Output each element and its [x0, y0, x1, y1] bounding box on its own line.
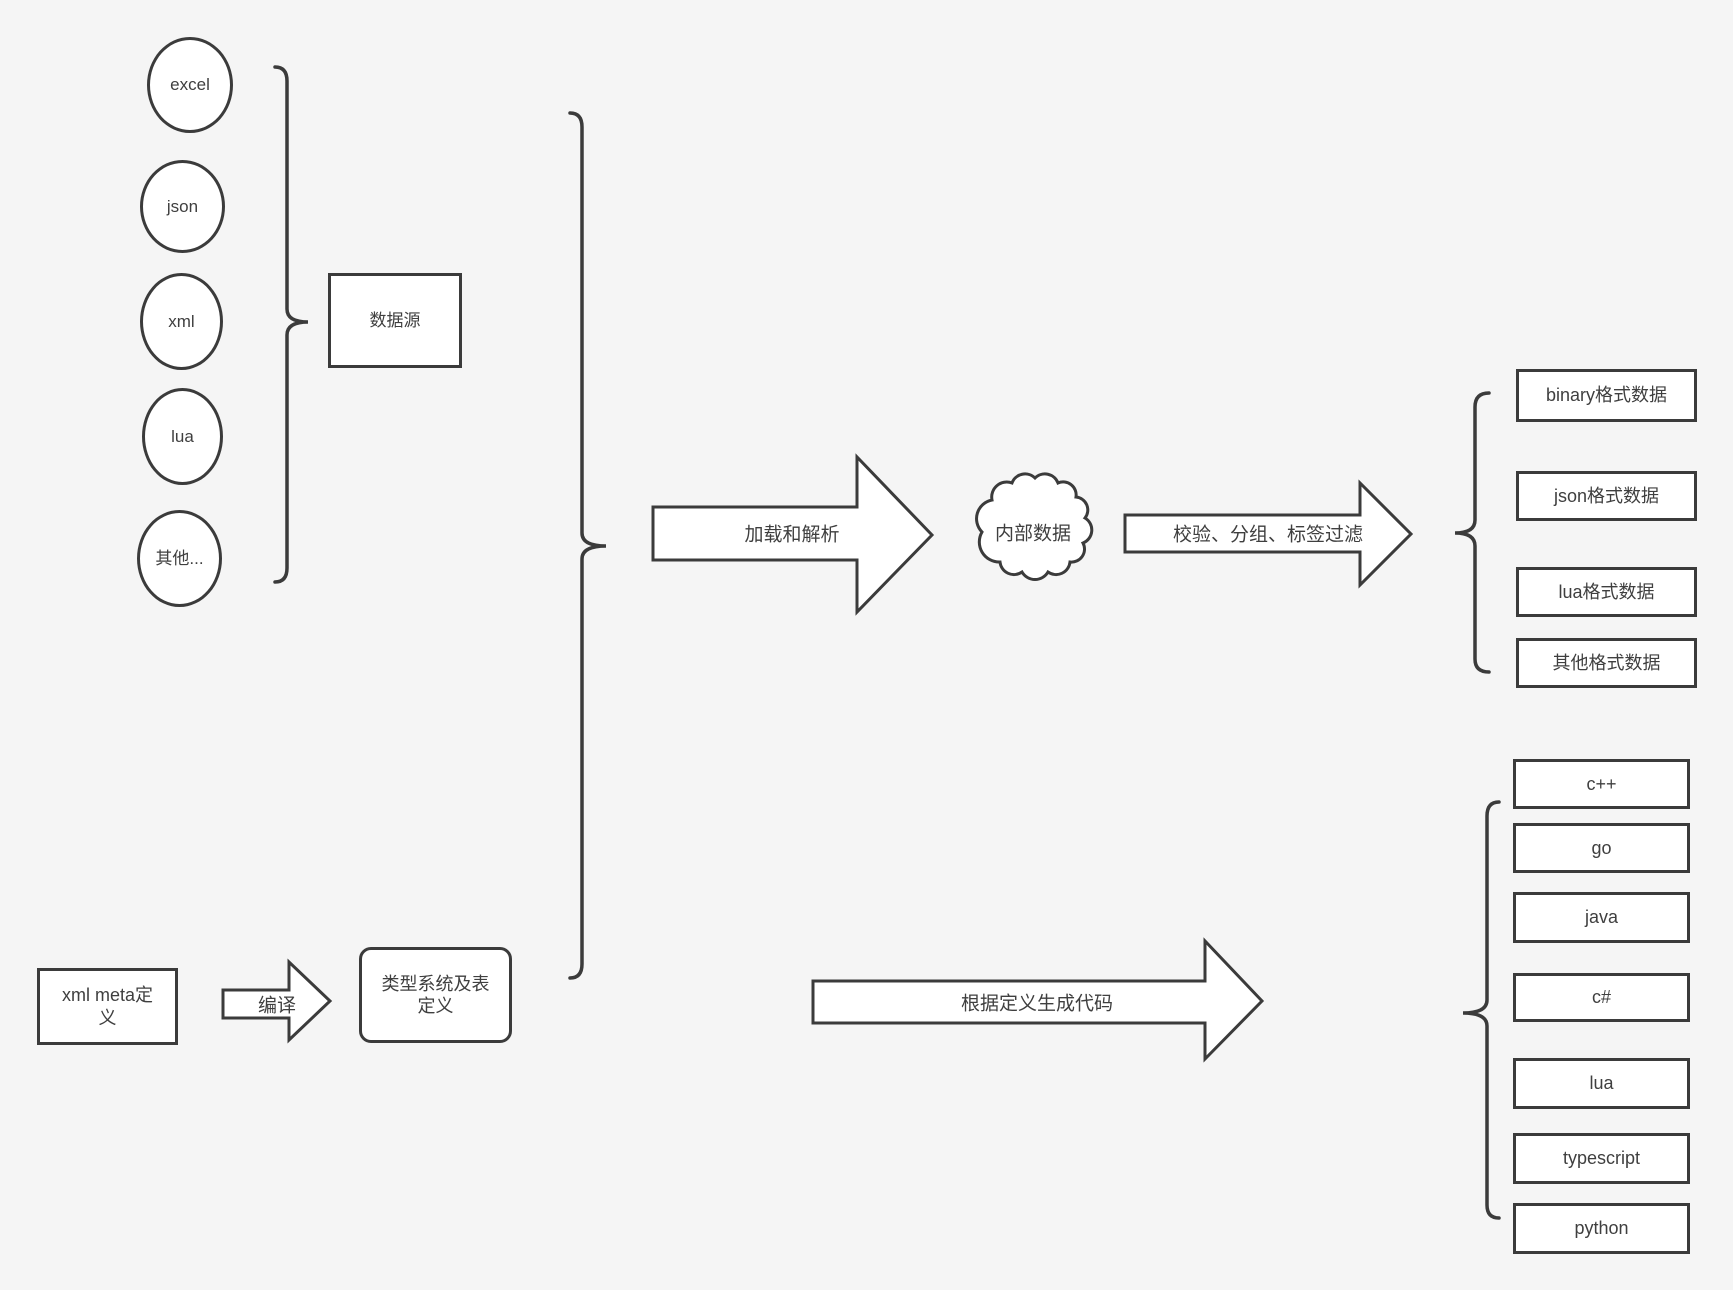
language-box-python: python	[1513, 1203, 1690, 1254]
output-box-lua-format: lua格式数据	[1516, 567, 1697, 617]
source-node-excel: excel	[147, 37, 233, 133]
load-parse-arrow	[651, 453, 935, 616]
language-box-csharp: c#	[1513, 973, 1690, 1022]
output-box-other-format: 其他格式数据	[1516, 638, 1697, 688]
language-box-java: java	[1513, 892, 1690, 943]
source-node-lua: lua	[142, 388, 223, 485]
type-system-box: 类型系统及表 定义	[359, 947, 512, 1043]
language-box-cpp: c++	[1513, 759, 1690, 809]
data-source-box: 数据源	[328, 273, 462, 368]
filter-arrow	[1123, 479, 1414, 589]
inputs-group-brace	[568, 111, 607, 980]
compile-arrow	[221, 958, 333, 1044]
language-box-go: go	[1513, 823, 1690, 873]
internal-data-cloud-label: 内部数据	[994, 523, 1072, 545]
language-box-typescript: typescript	[1513, 1133, 1690, 1184]
sources-group-brace	[273, 65, 309, 584]
source-node-xml: xml	[140, 273, 223, 370]
data-formats-group-brace	[1454, 391, 1491, 674]
source-node-other: 其他...	[137, 510, 222, 607]
output-box-binary-format: binary格式数据	[1516, 369, 1697, 422]
source-node-json: json	[140, 160, 225, 253]
language-box-lua: lua	[1513, 1058, 1690, 1109]
xml-meta-definition-box: xml meta定 义	[37, 968, 178, 1045]
output-box-json-format: json格式数据	[1516, 471, 1697, 521]
generate-code-arrow-label: 根据定义生成代码	[960, 993, 1114, 1015]
filter-arrow-label: 校验、分组、标签过滤	[1172, 524, 1364, 546]
languages-group-brace	[1462, 800, 1501, 1220]
internal-data-cloud	[975, 472, 1094, 582]
compile-arrow-label: 编译	[257, 995, 297, 1017]
load-parse-arrow-label: 加载和解析	[744, 524, 840, 546]
generate-code-arrow	[811, 937, 1265, 1063]
